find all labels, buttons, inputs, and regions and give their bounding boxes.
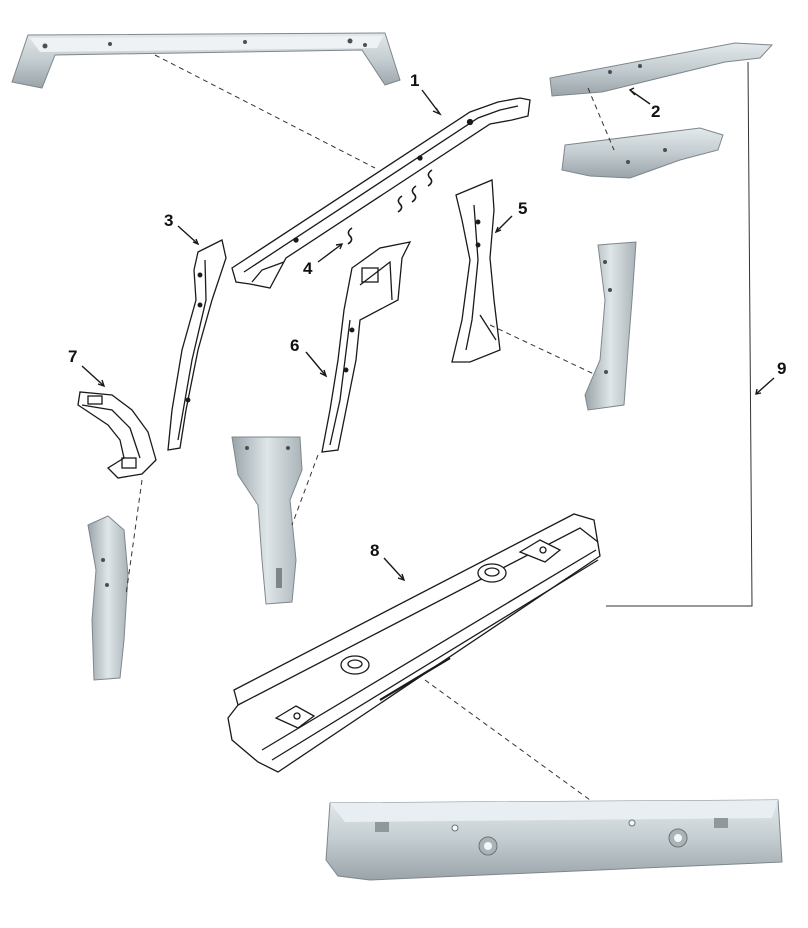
callout-8: 8 <box>370 541 380 560</box>
photo-part-8-crossmember <box>325 799 783 881</box>
part-5-pillar <box>451 179 501 363</box>
part-3-pillar <box>167 239 227 451</box>
photo-part-7-pillar <box>87 515 129 681</box>
part-4-clips <box>347 169 433 245</box>
photo-part-2-bracket <box>561 127 724 179</box>
part-8-crossmember <box>227 513 601 773</box>
callout-arrows <box>81 87 775 582</box>
part-6-pillar <box>321 241 412 453</box>
photo-part-5-pillar <box>584 241 637 411</box>
callout-1: 1 <box>410 71 420 90</box>
photo-part-2-rail <box>549 42 774 97</box>
part-1-header-beam <box>231 97 531 289</box>
callout-2: 2 <box>651 102 661 121</box>
part-7-bracket <box>77 391 157 479</box>
photo-part-6-pillar <box>231 436 303 605</box>
callout-6: 6 <box>290 336 300 355</box>
callout-3: 3 <box>164 211 174 230</box>
callout-5: 5 <box>518 199 528 218</box>
leader-lines <box>125 54 753 801</box>
callout-9: 9 <box>777 359 787 378</box>
callout-7: 7 <box>68 347 78 366</box>
callout-4: 4 <box>303 259 313 278</box>
photo-windshield-header <box>11 32 401 89</box>
